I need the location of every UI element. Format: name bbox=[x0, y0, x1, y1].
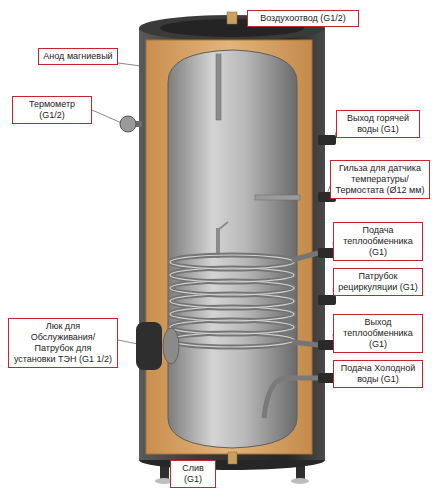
callout-label: Подача теплообменника (G1) bbox=[338, 225, 418, 258]
callout-label: Слив (G1) bbox=[175, 463, 211, 485]
pipe-fitting bbox=[318, 295, 336, 305]
anode-hook bbox=[218, 222, 228, 230]
callout-box: Подача теплообменника (G1) bbox=[333, 222, 423, 261]
callout-label: Патрубок рециркуляции (G1) bbox=[338, 271, 418, 293]
insulation-foam bbox=[146, 40, 312, 454]
pipe-fitting bbox=[318, 135, 336, 145]
callout-box: Термометр (G1/2) bbox=[12, 96, 92, 124]
callout-label: Люк для Обслуживания/Патрубок для устано… bbox=[13, 321, 113, 365]
callout-box: Патрубок рециркуляции (G1) bbox=[333, 268, 423, 296]
callout-box: Выход теплообменника (G1) bbox=[333, 314, 423, 353]
magnesium-anode bbox=[216, 54, 221, 120]
callout-label: Термометр (G1/2) bbox=[17, 99, 87, 121]
callout-box: Воздухоотвод (G1/2) bbox=[247, 10, 359, 27]
coil-inlet-pipe bbox=[292, 253, 318, 260]
callout-label: Выход теплообменника (G1) bbox=[338, 317, 418, 350]
coil-highlight bbox=[170, 307, 294, 321]
callout-label: Воздухоотвод (G1/2) bbox=[252, 13, 354, 24]
service-hatch bbox=[136, 322, 162, 370]
callout-box: Анод магниевый bbox=[38, 48, 118, 65]
coil-highlight bbox=[170, 320, 294, 334]
callout-box: Гильза для датчика температуры/ Термоста… bbox=[330, 160, 430, 199]
callout-box: Выход горячей воды (G1) bbox=[336, 110, 420, 138]
callout-box: Люк для Обслуживания/Патрубок для устано… bbox=[8, 318, 118, 368]
thermometer-dial bbox=[120, 116, 136, 132]
callout-box: Подача Холодной воды (G1) bbox=[333, 360, 423, 388]
coil-highlight bbox=[170, 281, 294, 295]
coil-highlight bbox=[170, 294, 294, 308]
cold-inlet-pipe bbox=[264, 378, 318, 418]
callout-label: Подача Холодной воды (G1) bbox=[338, 363, 418, 385]
leader-lines bbox=[92, 16, 336, 460]
leg-foot bbox=[291, 478, 309, 484]
coil-highlight bbox=[170, 333, 294, 347]
coil-highlight bbox=[170, 268, 294, 282]
drain-fitting bbox=[228, 452, 237, 464]
sensor-sleeve bbox=[255, 195, 300, 200]
callout-box: Слив (G1) bbox=[170, 460, 216, 488]
callout-label: Анод магниевый bbox=[43, 51, 113, 62]
air-vent-fitting bbox=[227, 12, 237, 24]
coil-outlet-pipe bbox=[292, 342, 318, 345]
callout-label: Выход горячей воды (G1) bbox=[341, 113, 415, 135]
callout-label: Гильза для датчика температуры/ Термоста… bbox=[335, 163, 425, 196]
heat-exchanger-coil bbox=[170, 253, 318, 347]
leader-line bbox=[92, 110, 124, 124]
coil-highlight bbox=[170, 255, 294, 269]
steel-tank bbox=[168, 50, 297, 448]
tank-jacket bbox=[139, 28, 325, 460]
leader-line bbox=[118, 340, 138, 344]
coil-turn bbox=[170, 333, 294, 347]
hatch-flange bbox=[163, 328, 179, 364]
